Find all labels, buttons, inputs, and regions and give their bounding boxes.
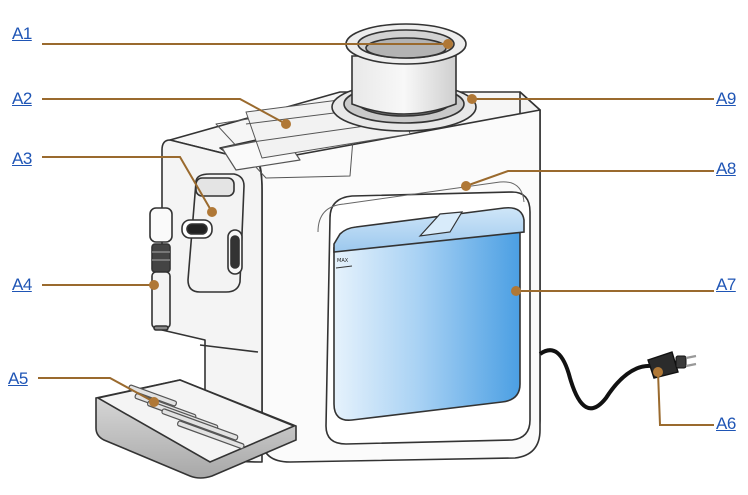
callout-label-a2[interactable]: A2: [12, 89, 32, 108]
steam-wand: [149, 207, 173, 331]
coffee-spout-unit: [181, 173, 245, 293]
dot-a5: [149, 397, 159, 407]
leader-a6: [657, 371, 714, 426]
callout-label-a9[interactable]: A9: [716, 89, 736, 108]
leader-a8: [465, 170, 714, 187]
tank-max-mark: MAX: [337, 258, 349, 264]
callout-label-a1[interactable]: A1: [12, 24, 32, 43]
callout-label-a6[interactable]: A6: [716, 414, 736, 433]
leader-a2: [42, 98, 287, 125]
drip-tray: [95, 379, 297, 479]
dot-a8: [461, 181, 471, 191]
dot-a9: [467, 94, 477, 104]
callout-label-a8[interactable]: A8: [716, 159, 736, 178]
callout-leaders: [38, 43, 714, 426]
leader-a5: [38, 377, 155, 403]
dot-a1: [443, 39, 453, 49]
dot-a4: [149, 280, 159, 290]
callout-label-a3[interactable]: A3: [12, 149, 32, 168]
bean-hopper: [331, 23, 477, 132]
power-cord: [538, 348, 697, 411]
dot-a3: [207, 207, 217, 217]
dot-a6: [653, 367, 663, 377]
callout-dots: [149, 39, 663, 407]
callout-label-a4[interactable]: A4: [12, 275, 32, 294]
callout-label-a7[interactable]: A7: [716, 275, 736, 294]
water-tank: [333, 206, 525, 421]
dot-a7: [511, 286, 521, 296]
dot-a2: [281, 119, 291, 129]
callout-label-a5[interactable]: A5: [8, 369, 28, 388]
leader-a3: [42, 156, 213, 213]
